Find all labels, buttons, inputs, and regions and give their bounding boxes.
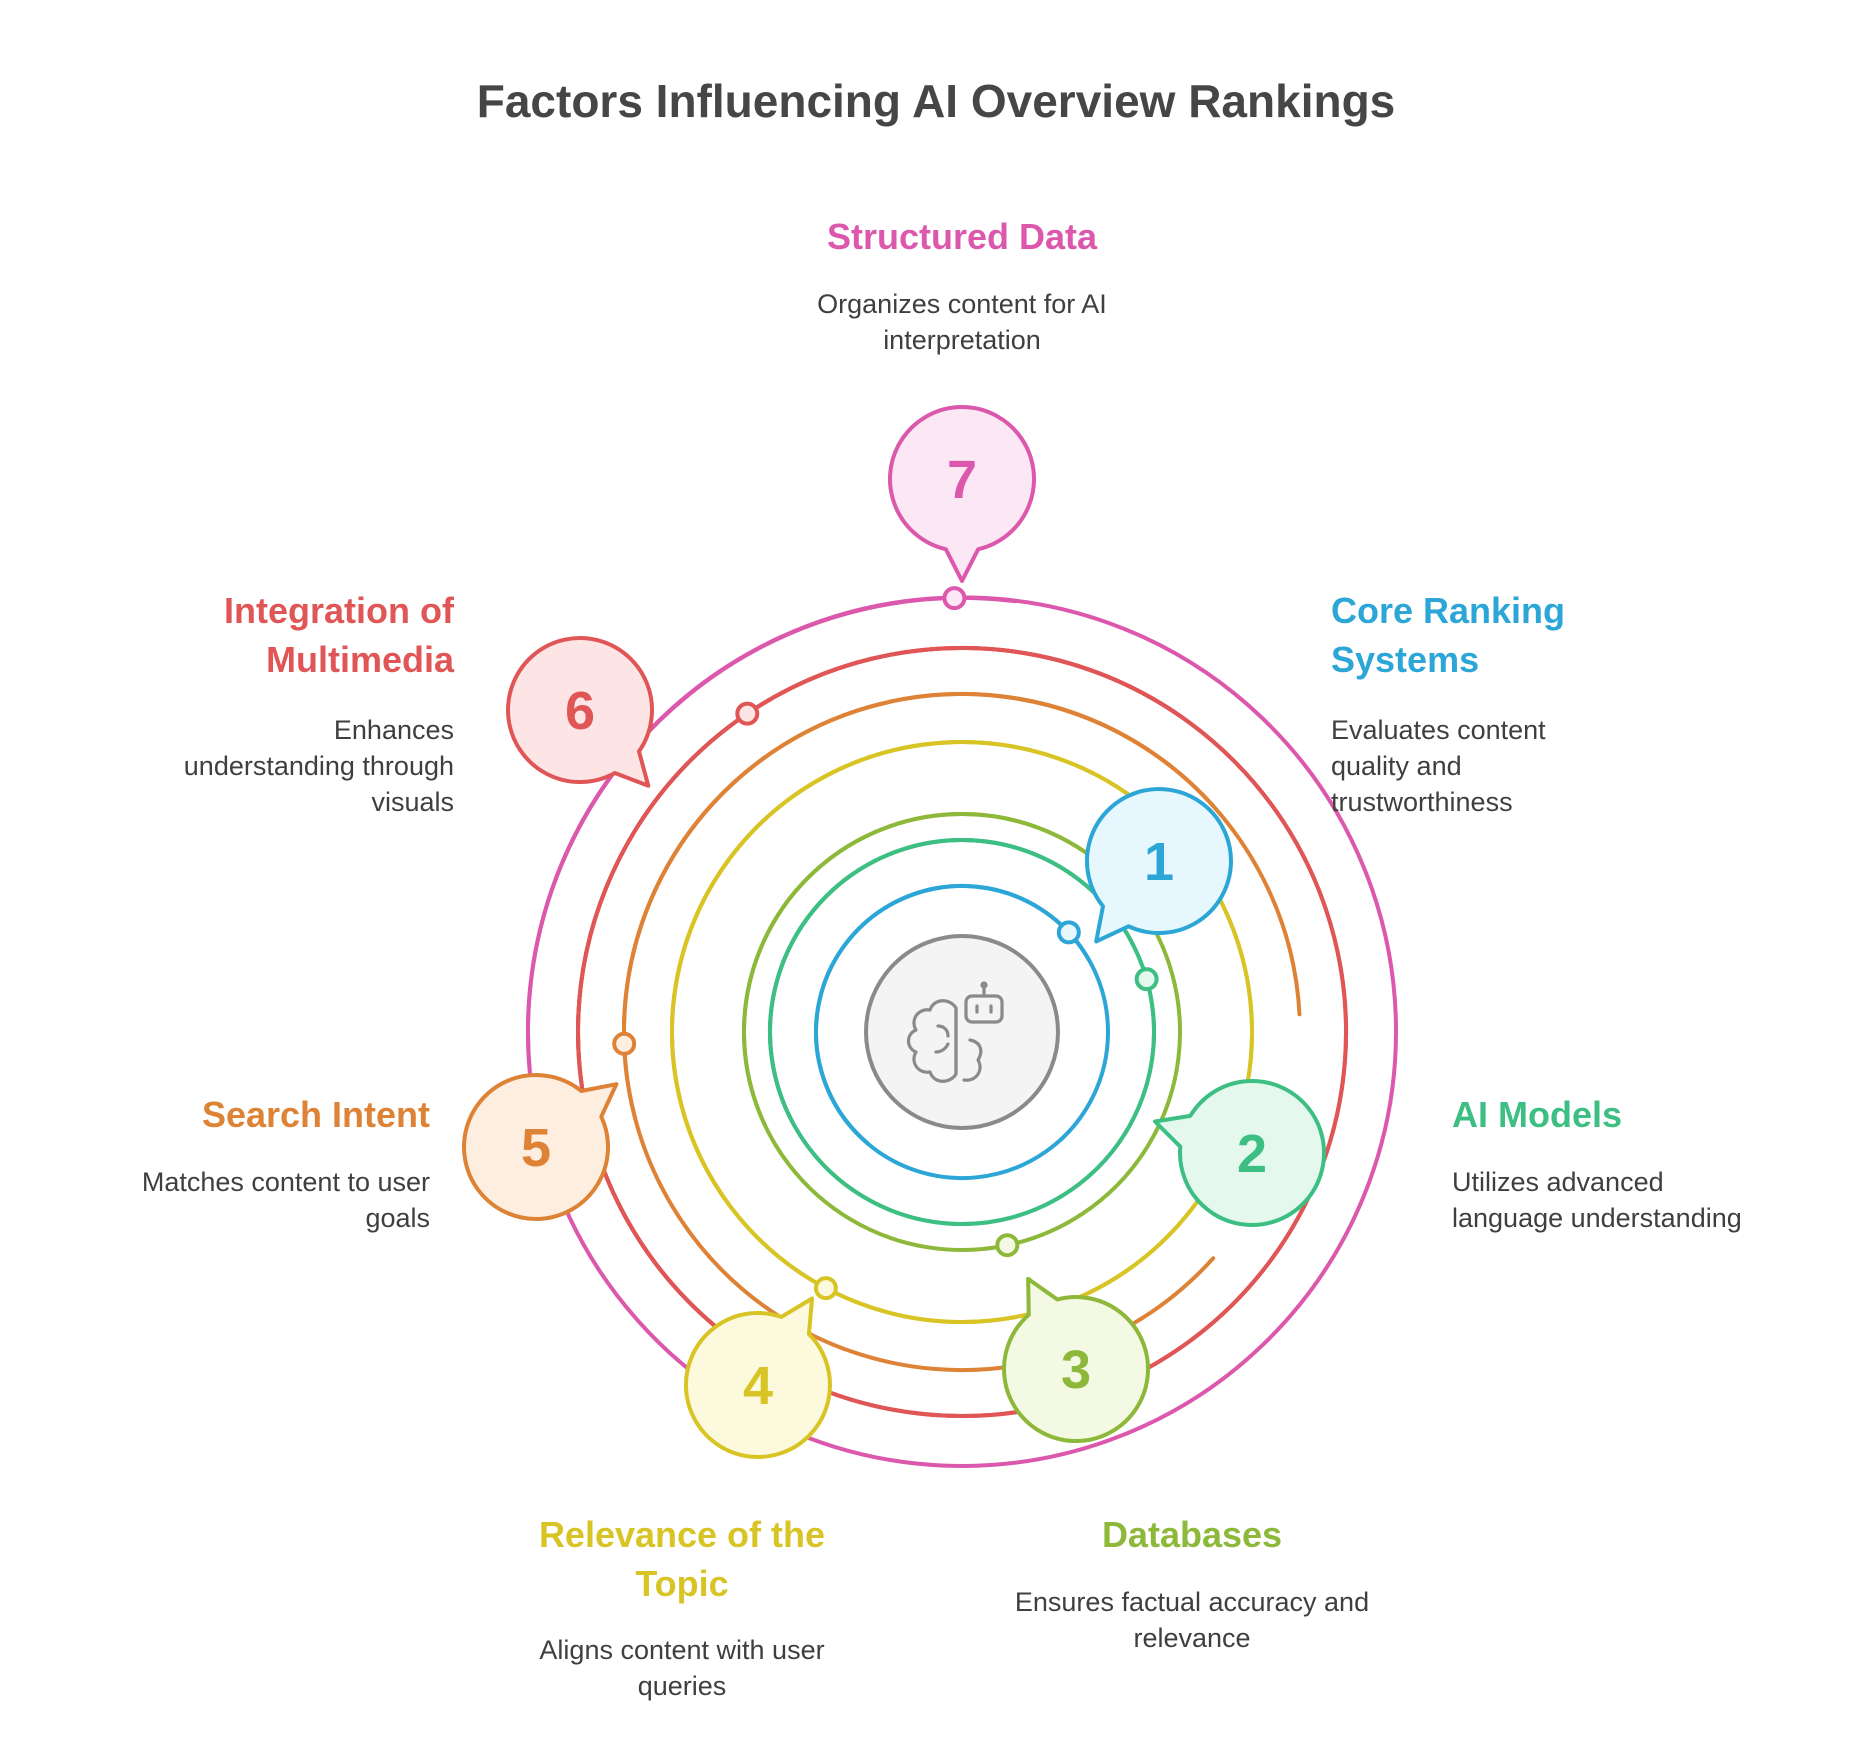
- ring-dots: [612, 586, 1159, 1301]
- badge-number: 5: [521, 1118, 551, 1178]
- ring-dot-6: [735, 701, 760, 726]
- badge-bubble: [1002, 1276, 1151, 1444]
- badge-bubble: [1153, 1079, 1327, 1227]
- factor-title: Databases: [1101, 1514, 1283, 1555]
- badge-bubble: [888, 405, 1036, 583]
- badge-bubble: [1084, 787, 1233, 944]
- ring-dot-7: [942, 586, 967, 611]
- ring-arc-3: [742, 812, 1182, 1248]
- badge-1: 1: [1084, 787, 1233, 944]
- ring-dot-4: [813, 1276, 838, 1301]
- badge-bubble: [506, 636, 654, 788]
- badge-number: 6: [565, 681, 595, 741]
- badge-number: 1: [1144, 832, 1174, 892]
- badge-2: 2: [1153, 1079, 1327, 1227]
- ring-dot-5: [612, 1031, 637, 1056]
- badge-number: 2: [1237, 1124, 1267, 1184]
- brain-robot-icon: [906, 981, 1004, 1083]
- ring-dot-2: [1134, 967, 1159, 992]
- badge-bubble: [684, 1296, 832, 1459]
- center-circle: [864, 934, 1060, 1130]
- number-badges: 1 2 3 4 5 6 7: [462, 405, 1327, 1459]
- factor-title: Search Intent: [201, 1094, 430, 1135]
- ring-dot-3: [995, 1233, 1020, 1258]
- factor-title: Structured Data: [826, 216, 1098, 257]
- badge-7: 7: [888, 405, 1036, 583]
- badge-bubble: [462, 1072, 619, 1221]
- ring-arc-6: [576, 646, 1349, 1419]
- badge-4: 4: [684, 1296, 832, 1459]
- badge-3: 3: [1002, 1276, 1151, 1444]
- badge-number: 4: [743, 1356, 773, 1416]
- ring-dot-1: [1056, 920, 1081, 945]
- ring-arc-2: [768, 838, 1157, 1145]
- page-title: Factors Influencing AI Overview Rankings: [476, 75, 1396, 127]
- badge-number: 7: [947, 450, 977, 510]
- factor-title: AI Models: [1452, 1094, 1623, 1135]
- ring-arc-1: [814, 884, 1110, 1181]
- badge-6: 6: [506, 636, 654, 788]
- badge-number: 3: [1061, 1340, 1091, 1400]
- ring-arc-5: [622, 692, 1302, 1373]
- badge-5: 5: [462, 1072, 619, 1221]
